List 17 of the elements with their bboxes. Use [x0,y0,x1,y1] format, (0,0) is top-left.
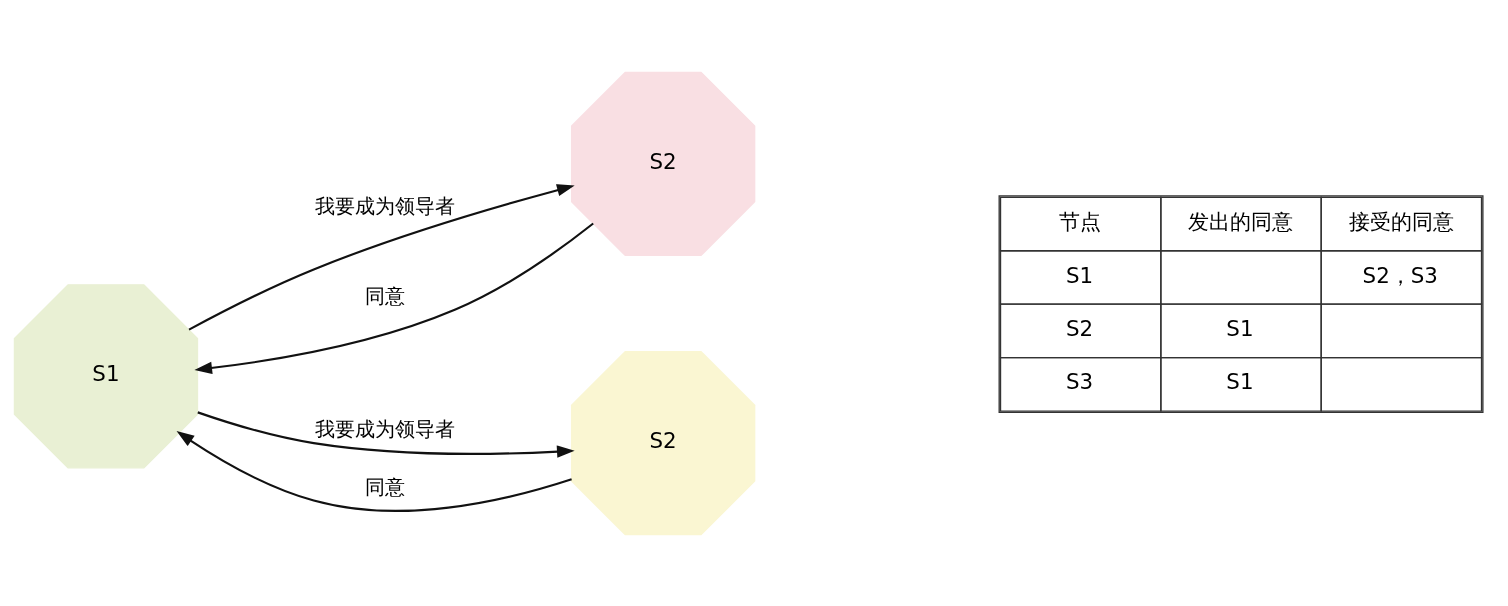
arrow [194,222,594,374]
label: S2 [1065,315,1094,341]
edge-label: 同意 [364,283,405,308]
arrow [176,430,572,512]
label: 节点 [1059,208,1102,234]
edge-label: 我要成为领导者 [314,193,455,218]
label: 发出的同意 [1188,208,1294,234]
edge-label: 同意 [364,474,405,499]
arrow [197,410,575,458]
arrow [188,183,575,331]
label: 接受的同意 [1348,208,1454,234]
label: S3 [1065,368,1094,394]
label: S2，S3 [1362,262,1438,288]
edge-label: 我要成为领导者 [314,416,455,441]
label: S1 [1065,262,1094,288]
label: S1 [1226,315,1254,341]
label: S1 [1226,368,1254,394]
